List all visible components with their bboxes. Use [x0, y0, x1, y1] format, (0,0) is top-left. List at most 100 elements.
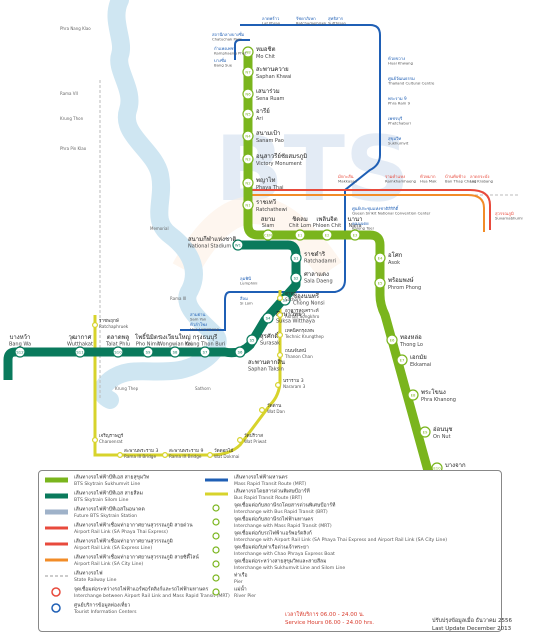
- sukhumvit-station-en: Phaya Thai: [256, 185, 284, 191]
- sukhumvit-station-en: Thong Lo: [399, 342, 423, 348]
- mrt-station-th: ห้วยขวาง: [388, 56, 405, 61]
- silom-station-7-marker: [234, 346, 246, 358]
- silom-station-1-code: W1: [235, 243, 242, 248]
- silom-station-9-marker: [169, 346, 181, 358]
- sukhumvit-station-3-code: N6: [245, 92, 251, 97]
- brt-station-en: Thanon Chan: [284, 354, 313, 359]
- silom-station-th: ศาลาแดง: [304, 271, 329, 278]
- sukhumvit-station-14-code: E5: [378, 281, 383, 286]
- sukhumvit-station-th: สยาม: [261, 216, 276, 223]
- silom-station-th: สุรศักดิ์: [260, 331, 280, 340]
- mrt-station-en: Ratchadaphisek: [296, 21, 327, 26]
- brt-station-th: สะพานพระราม 3: [124, 448, 159, 454]
- sukhumvit-station-en: Sena Ruam: [256, 96, 285, 102]
- brt-station-en: Nararam 3: [283, 384, 306, 389]
- brt-station-th: สาทร: [285, 291, 296, 297]
- sukhumvit-station-th: พร้อมพงษ์: [388, 276, 414, 284]
- silom-station-en: National Stadium: [188, 244, 231, 250]
- chao-phraya-river: [93, 0, 227, 409]
- mrt-station-th: สีลม: [240, 296, 249, 301]
- sukhumvit-station-15-code: E6: [390, 338, 395, 343]
- silom-station-3-marker: [290, 272, 302, 284]
- sukhumvit-station-en: Nana: [348, 223, 361, 229]
- silom-station-13-marker: [14, 346, 26, 358]
- brt-station-en: Sathorn: [285, 297, 302, 302]
- sukhumvit-station-14-marker: [374, 277, 386, 289]
- mrt-station-th: สุทธิสาร: [328, 16, 344, 22]
- mrt-station-en: Sukhumvit: [388, 141, 409, 146]
- silom-station-th: กรุงธนบุรี: [193, 333, 218, 341]
- airport-station-en: Makkasan: [338, 179, 358, 184]
- sukhumvit-station-18-code: E9: [423, 430, 428, 435]
- silom-station-2-code: S1: [294, 256, 299, 261]
- brt-station-en: Akhan Songkhro: [285, 314, 320, 319]
- sukhumvit-station-19-code: E10: [433, 466, 441, 471]
- silom-station-11-code: S10: [114, 350, 122, 355]
- brt-station-th: เจริญราษฎร์: [99, 432, 124, 439]
- mrt-station-en: Khlong Toei: [352, 226, 374, 231]
- brt-station-en: Rama III Bridge: [124, 454, 156, 459]
- brt-station-th: สะพานพระราม 9: [169, 448, 204, 454]
- silom-station-en: Krung Thon Buri: [185, 342, 226, 348]
- sukhumvit-station-4-marker: [242, 108, 254, 120]
- airport-station-th: รามคำแหง: [385, 174, 405, 179]
- sukhumvit-station-th: พญาไท: [256, 176, 275, 184]
- airport-station-en: Lat Krabang: [470, 179, 494, 184]
- silom-station-5-code: S4: [266, 316, 271, 321]
- silom-station-th: ช่องนนทรี: [293, 292, 320, 300]
- mrt-station-th: สามย่าน: [190, 312, 205, 317]
- mrt-station-en: Lumphini: [240, 281, 258, 286]
- mrt-station-en: Lat Phrao: [262, 21, 281, 26]
- sukhumvit-line: [243, 52, 470, 607]
- mrt-station-en: Phetchaburi: [388, 121, 411, 126]
- sukhumvit-station-5-code: N4: [245, 134, 251, 139]
- silom-station-3-code: S2: [294, 276, 299, 281]
- brt-station-en: Wat Dokmai: [214, 454, 239, 459]
- airport-station-th: หัวหมาก: [420, 174, 436, 179]
- silom-station-11-marker: [112, 346, 124, 358]
- sukhumvit-station-th: อโศก: [388, 251, 403, 259]
- silom-station-7-code: S6: [238, 350, 243, 355]
- silom-station-6-code: S5: [250, 338, 255, 343]
- silom-station-th: ราชดำริ: [304, 251, 326, 258]
- sukhumvit-station-th: อ่อนนุช: [433, 426, 452, 433]
- brt-station-marker: [237, 437, 244, 444]
- silom-station-en: Bang Wa: [9, 342, 31, 348]
- sukhumvit-station-16-marker: [396, 354, 408, 366]
- sukhumvit-station-en: Phrom Phong: [388, 285, 421, 291]
- brt-station-th: อาคารสงเคราะห์: [285, 307, 319, 314]
- sukhumvit-station-th: เอกมัย: [410, 354, 427, 361]
- silom-station-en: Suksa Witthaya: [276, 319, 315, 325]
- silom-station-en: Chong Nonsi: [293, 301, 325, 307]
- sukhumvit-station-th: อนุสาวรีย์ชัยสมรภูมิ: [256, 152, 307, 160]
- silom-station-th: สะพานตากสิน: [248, 359, 285, 366]
- airport-rail-link-express: [245, 189, 491, 230]
- brt-station-marker: [91, 322, 98, 329]
- sukhumvit-station-en: Saphan Khwai: [256, 74, 291, 80]
- mrt-station-th: ศูนย์วัฒนธรรม: [388, 76, 415, 82]
- brt-station-th: วัดดอกไม้: [214, 447, 233, 454]
- silom-station-12-marker: [74, 346, 86, 358]
- silom-station-12-code: S11: [76, 350, 84, 355]
- mrt-station-th: รัชดาภิเษก: [296, 16, 316, 21]
- sukhumvit-station-th: สนามเป้า: [256, 130, 280, 137]
- mrt-station-en: Bang Sue: [214, 63, 233, 68]
- mrt-station-en: Thailand Cultural Centre: [387, 81, 435, 86]
- mrt-station-th: สถานีกลางบางซื่อ: [212, 31, 245, 37]
- mrt-station-th: ลุมพินี: [240, 276, 251, 282]
- sukhumvit-station-th: ราชเทวี: [256, 198, 276, 206]
- airport-station-en: Hua Mak: [420, 179, 437, 184]
- silom-station-13-code: S12: [16, 350, 24, 355]
- sukhumvit-station-1-code: N8: [245, 50, 251, 55]
- brt-station-marker: [277, 295, 284, 302]
- sukhumvit-station-th: เพลินจิต: [316, 216, 337, 223]
- brt-station-marker: [277, 332, 284, 339]
- sukhumvit-station-1-marker: [242, 46, 254, 58]
- silom-station-2-marker: [290, 252, 302, 264]
- sukhumvit-station-th: ชิดลม: [292, 216, 308, 223]
- silom-station-th: ศึกษาวิทยา: [276, 311, 305, 318]
- sukhumvit-station-en: Mo Chit: [256, 54, 275, 60]
- brt-station-marker: [91, 437, 98, 444]
